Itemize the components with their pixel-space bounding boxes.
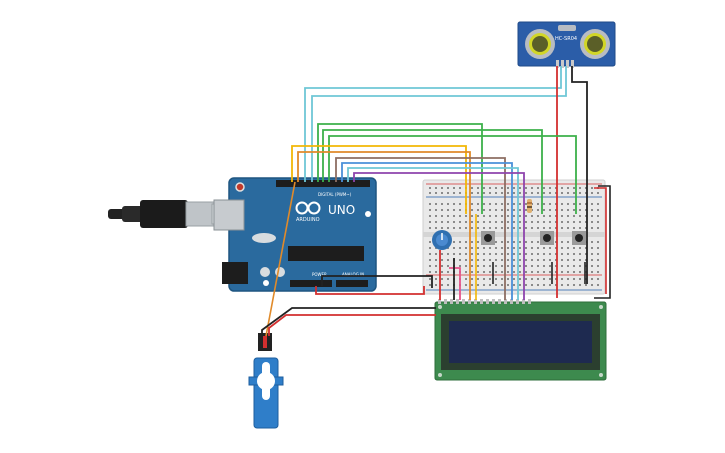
wire-black[interactable] xyxy=(594,185,611,299)
wire-purple[interactable] xyxy=(353,172,525,300)
wire-orange[interactable] xyxy=(297,151,471,300)
mounting-hole xyxy=(365,211,371,217)
arduino-logo-icon xyxy=(295,201,321,215)
breadboard[interactable] xyxy=(422,179,606,295)
wire-red[interactable] xyxy=(268,314,436,336)
usb-port xyxy=(213,199,245,231)
ultrasonic-sensor[interactable]: HC-SR04 xyxy=(517,21,616,68)
wire-pink[interactable] xyxy=(449,267,461,300)
wire-orange[interactable] xyxy=(265,181,296,337)
atmega-chip xyxy=(288,246,364,261)
wire-red[interactable] xyxy=(594,187,607,294)
reset-button[interactable] xyxy=(235,182,245,192)
digital-header[interactable] xyxy=(276,180,370,187)
push-button[interactable] xyxy=(540,231,554,245)
resistor[interactable] xyxy=(527,199,532,213)
power-header[interactable] xyxy=(290,280,332,287)
wire-black[interactable] xyxy=(321,275,433,288)
push-button[interactable] xyxy=(481,231,495,245)
servo-motor[interactable] xyxy=(248,333,284,429)
wire-cyan[interactable] xyxy=(304,66,562,182)
board-brand-text: ARDUINO xyxy=(296,217,320,223)
digital-pins-label: DIGITAL (PWM~) xyxy=(318,192,352,197)
wire-black[interactable] xyxy=(571,66,588,284)
wires[interactable] xyxy=(261,66,611,337)
wire-brown[interactable] xyxy=(335,157,506,300)
wire-green[interactable] xyxy=(322,129,543,214)
wire-blue[interactable] xyxy=(341,162,513,300)
lcd-header-pins[interactable] xyxy=(438,299,531,304)
wire-black[interactable] xyxy=(261,307,436,336)
lcd-screen xyxy=(449,321,592,363)
arduino-uno-board[interactable]: UNO ARDUINO DIGITAL (PWM~) POWER ANALOG … xyxy=(213,177,377,292)
wire-red[interactable] xyxy=(315,286,425,295)
wire-cyan[interactable] xyxy=(311,66,567,182)
analog-header[interactable] xyxy=(336,280,368,287)
wire-yellow[interactable] xyxy=(291,145,467,214)
power-pins-label: POWER xyxy=(312,272,327,277)
sensor-model-label: HC-SR04 xyxy=(555,36,577,42)
push-button[interactable] xyxy=(572,231,586,245)
analog-pins-label: ANALOG IN xyxy=(342,272,364,277)
mounting-hole xyxy=(263,280,269,286)
wire-green[interactable] xyxy=(317,123,483,214)
lcd-display[interactable] xyxy=(434,299,607,381)
power-jack xyxy=(222,262,248,284)
board-logo-text: UNO xyxy=(328,203,355,217)
wire-cyan[interactable] xyxy=(347,167,519,300)
potentiometer[interactable] xyxy=(432,230,452,250)
wire-green[interactable] xyxy=(328,135,577,214)
